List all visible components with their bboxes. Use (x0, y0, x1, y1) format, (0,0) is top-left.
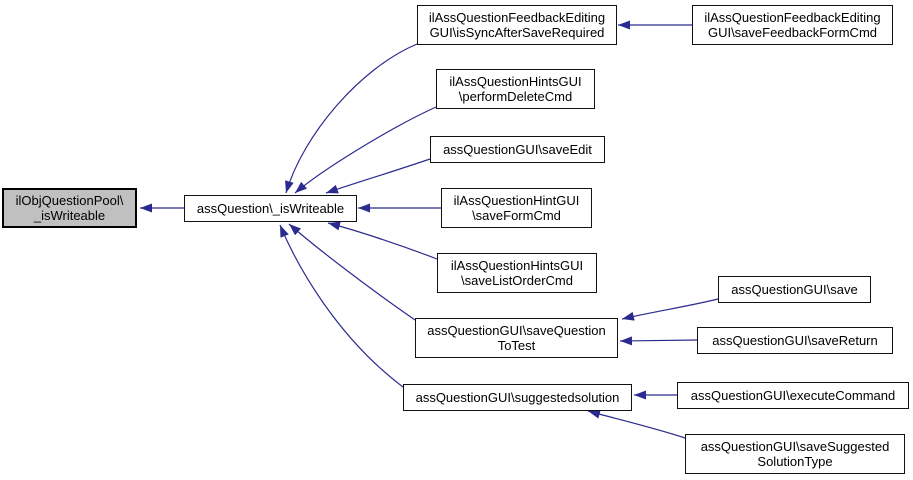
node-assquestiongui-saveedit[interactable]: assQuestionGUI\saveEdit (430, 136, 605, 163)
edge-saveedit--assquestion-iswriteable (325, 158, 431, 194)
node-assquestiongui-executecommand[interactable]: assQuestionGUI\executeCommand (677, 382, 909, 409)
node-ilassquestionhintgui-saveformcmd[interactable]: ilAssQuestionHintGUI \saveFormCmd (441, 188, 592, 228)
edge-issyncaftersaverequired--assquestion-iswriteable (285, 43, 418, 194)
node-assquestiongui-save[interactable]: assQuestionGUI\save (718, 276, 871, 303)
node-ilassquestionfeedbackeditinggui-savefeedbackformcmd[interactable]: ilAssQuestionFeedbackEditing GUI\saveFee… (692, 5, 893, 45)
node-assquestiongui-savesuggestedsolutiontype[interactable]: assQuestionGUI\saveSuggested SolutionTyp… (685, 434, 905, 474)
edge-save--savequestiontotest (621, 298, 719, 321)
node-assquestiongui-suggestedsolution[interactable]: assQuestionGUI\suggestedsolution (403, 384, 632, 411)
node-ilassquestionhintsgui-savelistordercmd[interactable]: ilAssQuestionHintsGUI \saveListOrderCmd (437, 253, 597, 293)
node-assquestion-iswriteable[interactable]: assQuestion\_isWriteable (184, 195, 357, 222)
node-ilassquestionfeedbackeditinggui-issyncaftersaverequired[interactable]: ilAssQuestionFeedbackEditing GUI\isSyncA… (417, 5, 617, 45)
node-assquestiongui-savequestiontotest[interactable]: assQuestionGUI\saveQuestion ToTest (415, 318, 618, 358)
edge-savereturn--savequestiontotest (619, 336, 698, 346)
edge-savequestiontotest--assquestion-iswriteable (288, 223, 416, 321)
node-assquestiongui-savereturn[interactable]: assQuestionGUI\saveReturn (697, 327, 893, 354)
edge-suggestedsolution--assquestion-iswriteable (279, 224, 404, 388)
node-ilassquestionhintsgui-performdeletecmd[interactable]: ilAssQuestionHintsGUI \performDeleteCmd (436, 69, 595, 109)
edge-savelistordercmd--assquestion-iswriteable (327, 221, 438, 260)
node-ilobjquestionpool-iswriteable: ilObjQuestionPool\ _isWriteable (2, 188, 137, 228)
edge-performdeletecmd--assquestion-iswriteable (294, 106, 437, 194)
edge-savesuggestedsolutiontype--suggestedsolution (587, 409, 686, 439)
